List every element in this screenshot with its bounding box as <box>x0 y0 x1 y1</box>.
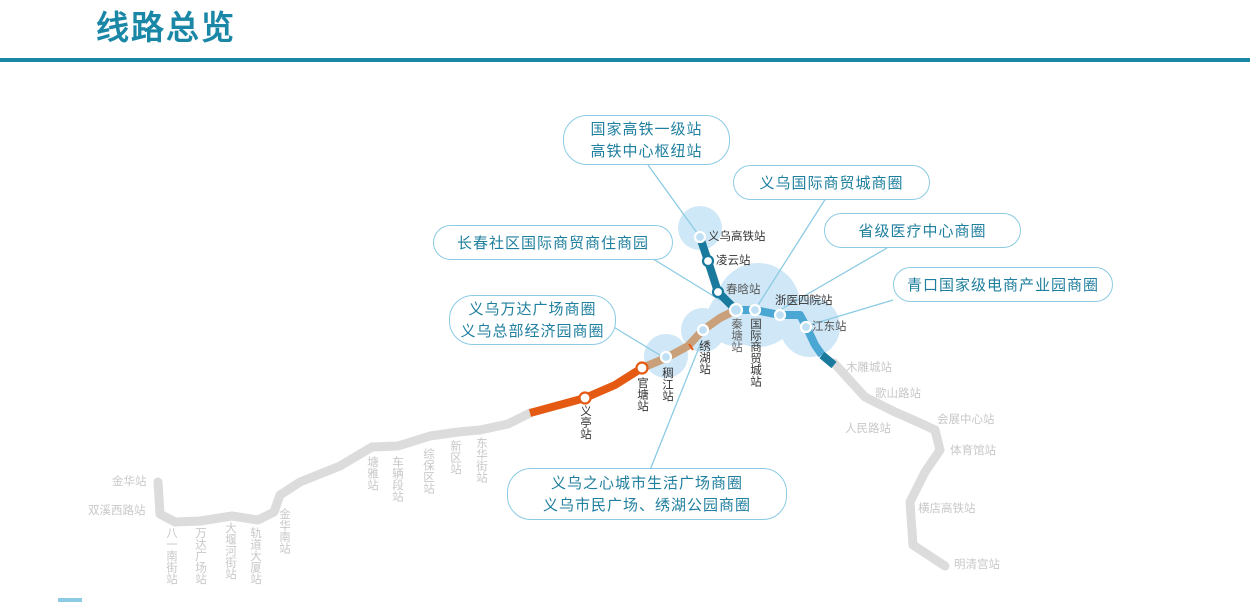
callout-hsr-hub: 国家高铁一级站 高铁中心枢纽站 <box>563 115 730 165</box>
callout-line: 省级医疗中心商圈 <box>858 221 987 240</box>
station-label: 江东站 <box>812 319 847 333</box>
callout-line: 国家高铁一级站 <box>590 120 703 138</box>
station-label: 横店高铁站 <box>918 501 976 515</box>
page-title: 线路总览 <box>96 8 236 47</box>
callout-line: 义乌国际商贸城商圈 <box>759 173 904 192</box>
station-label: 八一南街站 <box>165 527 179 585</box>
callout-city-heart: 义乌之心城市生活广场商圈 义乌市民广场、绣湖公园商圈 <box>507 468 787 520</box>
callout-connectors <box>611 164 894 471</box>
active-station-dots <box>578 230 813 405</box>
line-segment-west-inactive <box>153 408 535 527</box>
callout-line: 长春社区国际商贸商住商园 <box>456 233 649 252</box>
station-label: 凌云站 <box>716 253 751 267</box>
callout-qingkou: 青口国家级电商产业园商圈 <box>893 267 1113 302</box>
station-label: 义乌高铁站 <box>708 229 766 243</box>
callout-changchun: 长春社区国际商贸商住商园 <box>433 225 673 260</box>
station-label: 综保区站 <box>422 448 436 494</box>
station-label: 车辆段站 <box>391 456 405 502</box>
callout-line: 义乌市民广场、绣湖公园商圈 <box>542 496 751 514</box>
callout-line: 义乌万达广场商圈 <box>468 300 597 318</box>
station-label: 浙医四院站 <box>775 293 833 307</box>
station-label: 轨道大厦站 <box>249 527 263 585</box>
station-label: 歌山路站 <box>875 386 921 400</box>
station-label: 会展中心站 <box>937 412 995 426</box>
title-divider <box>0 58 1250 62</box>
station-label: 春晗站 <box>726 282 761 296</box>
station-label: 绣湖站 <box>698 340 712 375</box>
callout-line: 高铁中心枢纽站 <box>590 142 703 160</box>
station-label: 人民路站 <box>845 421 891 435</box>
station-label: 稠江站 <box>661 367 675 402</box>
callout-line: 青口国家级电商产业园商圈 <box>906 275 1099 294</box>
station-label: 万达广场站 <box>194 527 208 585</box>
station-label: 塘雅站 <box>366 456 380 491</box>
callout-wanda: 义乌万达广场商圈 义乌总部经济园商圈 <box>449 295 616 345</box>
station-label: 国际商贸城站 <box>749 318 763 387</box>
station-label: 金华站 <box>112 474 147 488</box>
line-segment-east-inactive <box>829 358 950 571</box>
legend-chip <box>58 598 82 602</box>
station-label: 东华街站 <box>475 437 489 483</box>
station-label: 大堰河街站 <box>224 522 238 580</box>
station-label: 体育馆站 <box>950 443 996 457</box>
callout-medical: 省级医疗中心商圈 <box>824 213 1021 248</box>
callout-line: 义乌总部经济园商圈 <box>460 322 605 340</box>
station-label: 官塘站 <box>636 377 650 412</box>
station-label: 双溪西路站 <box>88 503 146 517</box>
callout-line: 义乌之心城市生活广场商圈 <box>550 474 743 492</box>
station-label: 木雕城站 <box>846 360 892 374</box>
callout-yiwu-trade-city: 义乌国际商贸城商圈 <box>733 165 930 200</box>
station-label: 新区站 <box>449 440 463 475</box>
station-label: 金华南站 <box>278 508 292 554</box>
station-label: 明清宫站 <box>954 557 1000 571</box>
station-label: 义亭站 <box>579 405 593 440</box>
line-segment-orange <box>528 364 645 417</box>
line-segment-blue-north <box>696 235 739 313</box>
station-label: 秦塘站 <box>730 318 744 353</box>
